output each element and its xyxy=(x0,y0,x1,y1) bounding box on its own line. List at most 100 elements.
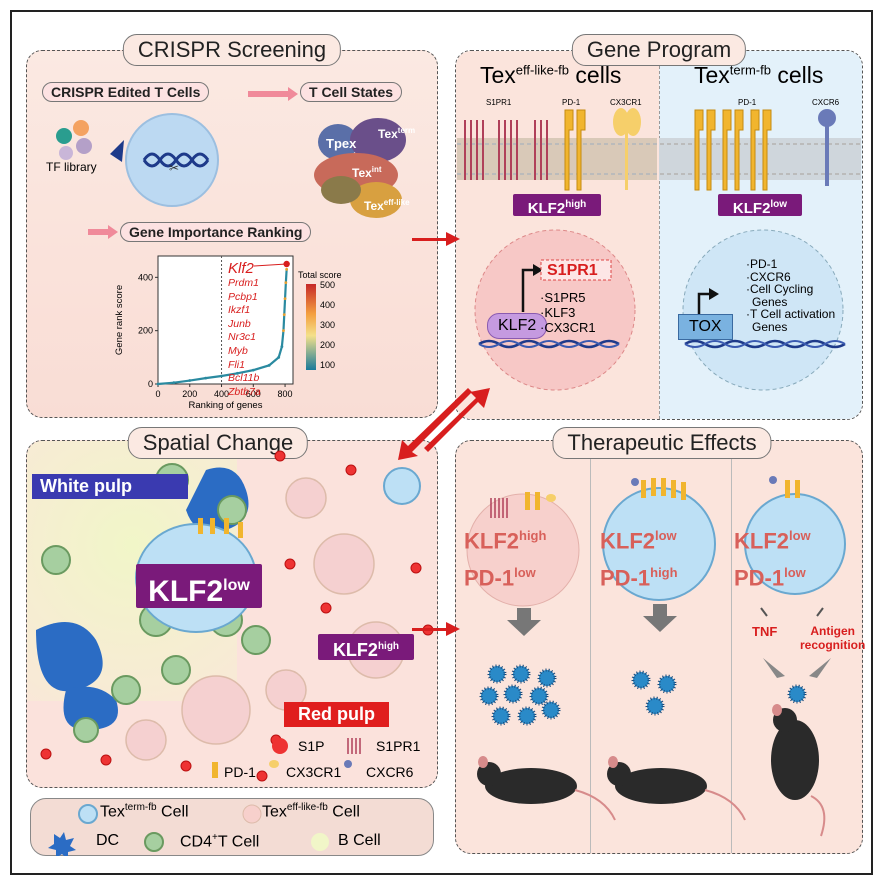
s1p-legend-icon xyxy=(272,738,288,754)
legend-cxcr6: CXCR6 xyxy=(366,764,414,780)
cell-1 xyxy=(466,493,580,607)
antigen-arrow xyxy=(816,607,824,617)
s1pr1-box xyxy=(540,259,612,281)
pd1-receptors-left xyxy=(564,109,586,191)
arrow-to-cell xyxy=(110,140,124,162)
mouse-1 xyxy=(477,756,616,821)
legend-s1pr1: S1PR1 xyxy=(376,738,421,754)
tex-eff-icon xyxy=(242,804,262,824)
y-axis-label: Gene rank score xyxy=(114,285,125,355)
s1pr1-legend-icon xyxy=(347,738,361,754)
legend-pd1: PD-1 xyxy=(224,764,256,780)
x-tick-label: 200 xyxy=(182,389,197,399)
x-tick-label: 400 xyxy=(214,389,229,399)
dna-strand-left xyxy=(478,339,620,349)
crispr-edited-label: CRISPR Edited T Cells xyxy=(42,82,210,102)
tf-library-label: TF library xyxy=(46,160,97,174)
gene-point xyxy=(220,374,223,378)
tex-term-cells-heading: Texterm-fb cells xyxy=(694,62,824,88)
arrow-to-states xyxy=(248,87,298,101)
down-arrow-2 xyxy=(643,604,677,632)
t-cell-states-umap xyxy=(314,118,406,218)
klf2-pointer xyxy=(253,263,287,267)
figure-frame xyxy=(10,10,873,875)
chart-plot-area xyxy=(157,255,294,385)
cd4-icon xyxy=(144,832,164,852)
gene-program-title: Gene Program xyxy=(571,34,747,66)
bcell-icon xyxy=(311,833,329,851)
edited-cell xyxy=(125,113,219,207)
legend-cx3cr1: CX3CR1 xyxy=(286,764,342,780)
highlight-gene: Junb xyxy=(228,317,251,330)
colorbar xyxy=(306,284,316,370)
promoter-arrow-right xyxy=(697,292,711,316)
gene-point xyxy=(267,363,271,367)
tumor-cell-single xyxy=(787,684,807,704)
membrane-illustration xyxy=(457,108,861,191)
y-tick-label: 0 xyxy=(148,379,153,389)
dc-icon xyxy=(48,832,76,856)
gene-point xyxy=(172,381,176,385)
colorbar-tick-label: 200 xyxy=(320,340,335,350)
promoter-arrow-left xyxy=(521,268,535,312)
legend-dc: DC xyxy=(96,832,120,849)
spatial-klf2-low: KLF2low xyxy=(136,564,262,608)
svg-text:Tpex: Tpex xyxy=(326,136,357,151)
gene-point xyxy=(285,267,289,271)
therapeutic-illustration xyxy=(466,476,846,837)
cell-2 xyxy=(602,487,716,601)
x-tick-label: 800 xyxy=(278,389,293,399)
svg-text:Texterm: Texterm xyxy=(378,126,415,141)
tf-library-icon xyxy=(56,120,92,160)
colorbar-tick-label: 400 xyxy=(320,300,335,310)
t-cell-states-label: T Cell States xyxy=(300,82,403,102)
white-pulp-label: White pulp xyxy=(32,474,188,499)
tox-node: TOX xyxy=(678,314,733,340)
highlight-gene: Bcl11b xyxy=(228,372,260,385)
highlight-gene: Nr3c1 xyxy=(228,331,257,344)
s1pr1-receptors xyxy=(464,120,548,180)
receptor-label-cx3cr1: CX3CR1 xyxy=(610,98,642,107)
cxcr6-receptor xyxy=(818,109,836,186)
tumor-cells-few xyxy=(631,670,677,716)
colorbar-tick-label: 500 xyxy=(320,280,335,290)
arrow-to-ranking xyxy=(88,225,118,239)
y-tick-label: 400 xyxy=(138,272,153,282)
right-targets: ·PD-1 ·CXCR6 ·Cell Cycling Genes ·T Cell… xyxy=(746,257,836,334)
tex-term-icon xyxy=(78,804,98,824)
klf2-low-bar: KLF2low xyxy=(718,194,802,217)
gene-point xyxy=(280,345,284,349)
nucleus-illustration xyxy=(474,229,846,391)
bottom-legend-icons xyxy=(48,804,329,856)
tex-eff-cells-heading: Texeff-like-fb cells xyxy=(480,62,622,88)
convergence-arrow-left xyxy=(763,658,785,678)
s1pr1-target: S1PR1 xyxy=(547,262,598,279)
gene-point xyxy=(156,382,160,386)
gene-point xyxy=(277,355,281,359)
red-pulp-label: Red pulp xyxy=(284,702,389,727)
nucleus-right xyxy=(682,229,844,391)
receptor-label-pd1-left: PD-1 xyxy=(562,98,581,107)
antigen-label: Antigen recognition xyxy=(800,624,866,652)
pd1-receptors-right xyxy=(694,109,772,191)
highlight-gene: Zbtb7a xyxy=(228,385,261,398)
klf2-node: KLF2 xyxy=(487,313,548,339)
klf2-high-bar: KLF2high xyxy=(513,194,601,217)
gene-point xyxy=(282,313,286,317)
receptor-label-cxcr6: CXCR6 xyxy=(812,98,840,107)
left-targets: ·S1PR5 ·KLF3 ·CX3CR1 xyxy=(540,290,596,335)
tnf-label: TNF xyxy=(752,624,778,639)
highlight-gene: Fli1 xyxy=(228,358,245,371)
pd1-legend-icon xyxy=(212,762,218,778)
x-tick-label: 600 xyxy=(246,389,261,399)
legend-tex-term: Texterm-fb Cell xyxy=(100,802,189,821)
down-arrow-1 xyxy=(507,608,541,636)
spatial-klf2-high: KLF2high xyxy=(318,634,414,660)
gene-point xyxy=(282,329,285,333)
convergence-arrow-right xyxy=(809,658,831,678)
highlight-gene: Pcbp1 xyxy=(228,290,258,303)
highlight-gene: Ikzf1 xyxy=(228,304,251,317)
